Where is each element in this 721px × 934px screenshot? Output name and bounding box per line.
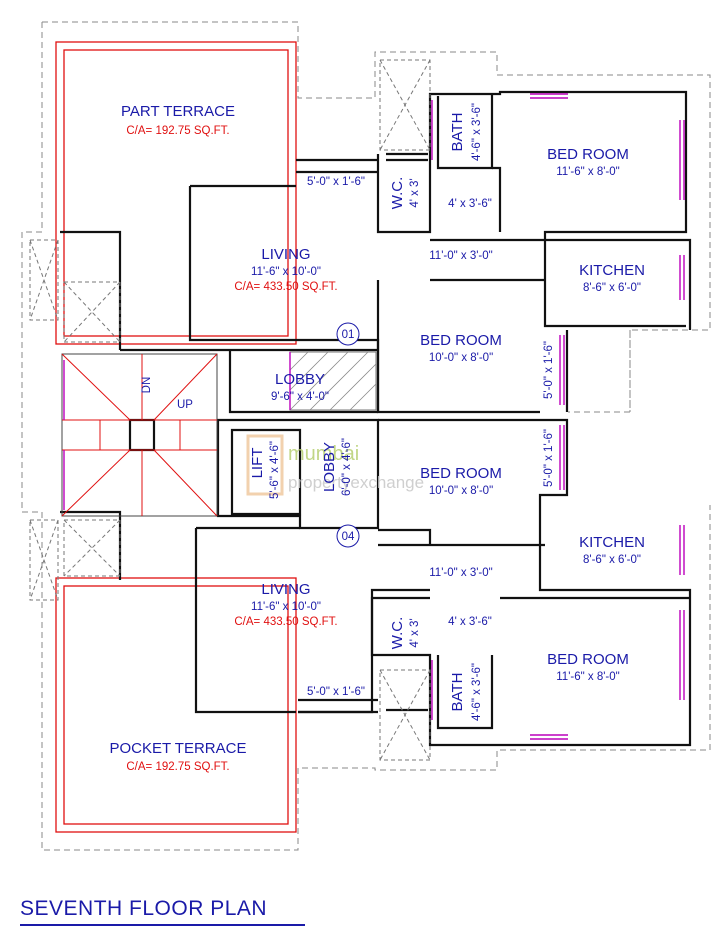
watermark-line1: mumbai bbox=[288, 443, 359, 465]
bath-top-name: BATH bbox=[449, 113, 466, 152]
living-bottom-size: 11'-6" x 10'-0" bbox=[251, 601, 321, 613]
wc-top-name: W.C. bbox=[389, 177, 406, 210]
staircase: DN UP bbox=[61, 353, 218, 517]
bedroom-mid-bottom-size: 10'-0" x 8'-0" bbox=[429, 485, 493, 497]
pocket-terrace-area: C/A= 192.75 SQ.FT. bbox=[126, 761, 229, 773]
kitchen-bottom-name: KITCHEN bbox=[579, 534, 645, 551]
ledge-top-dim: 5'-0" x 1'-6" bbox=[307, 176, 365, 188]
pocket-terrace-name: POCKET TERRACE bbox=[110, 740, 247, 757]
bedroom-bottom-right-size: 11'-6" x 8'-0" bbox=[556, 671, 619, 683]
wc-top-size: 4' x 3' bbox=[409, 178, 421, 207]
room-labels: PART TERRACE C/A= 192.75 SQ.FT. LIVING 1… bbox=[110, 103, 645, 773]
living-bottom-name: LIVING bbox=[261, 581, 310, 598]
part-terrace-zone bbox=[55, 41, 297, 345]
wc-bottom-name: W.C. bbox=[389, 617, 406, 650]
flat-number-top: 01 bbox=[342, 329, 355, 341]
passage-wide-bottom-dim: 11'-0" x 3'-0" bbox=[429, 567, 492, 579]
lift-name: LIFT bbox=[249, 448, 266, 479]
stair-up-label: UP bbox=[177, 399, 193, 411]
watermark: mumbai propertyexchange bbox=[246, 434, 424, 496]
lobby-name: LOBBY bbox=[275, 371, 325, 388]
kitchen-top-name: KITCHEN bbox=[579, 262, 645, 279]
bedroom-mid-bottom-name: BED ROOM bbox=[420, 465, 502, 482]
bedroom-mid-top-size: 10'-0" x 8'-0" bbox=[429, 352, 493, 364]
plan-title-underline bbox=[20, 924, 305, 926]
living-top-size: 11'-6" x 10'-0" bbox=[251, 266, 321, 278]
living-bottom-area: C/A= 433.50 SQ.FT. bbox=[234, 616, 337, 628]
flat-markers: 01 04 bbox=[336, 322, 360, 548]
slab-outline bbox=[21, 21, 711, 851]
bath-bottom-size: 4'-6" x 3'-6" bbox=[471, 663, 483, 721]
lobby-size: 9'-6" x 4'-0" bbox=[271, 391, 329, 403]
stair-down-label: DN bbox=[141, 377, 153, 394]
bath-top-size: 4'-6" x 3'-6" bbox=[471, 103, 483, 161]
living-top-name: LIVING bbox=[261, 246, 310, 263]
lift-size: 5'-6" x 4'-6" bbox=[269, 441, 281, 499]
living-top-area: C/A= 433.50 SQ.FT. bbox=[234, 281, 337, 293]
bath-bottom-name: BATH bbox=[449, 673, 466, 712]
passage-wide-top-dim: 11'-0" x 3'-0" bbox=[429, 250, 492, 262]
wc-bottom-size: 4' x 3' bbox=[409, 618, 421, 647]
bedroom-mid-top-name: BED ROOM bbox=[420, 332, 502, 349]
kitchen-bottom-size: 8'-6" x 6'-0" bbox=[583, 554, 641, 566]
ledge-right-top-dim: 5'-0" x 1'-6" bbox=[543, 341, 555, 399]
bedroom-bottom-right-name: BED ROOM bbox=[547, 651, 629, 668]
pocket-terrace-zone bbox=[55, 577, 297, 833]
passage-top-dim: 4' x 3'-6" bbox=[448, 198, 492, 210]
ledge-right-bottom-dim: 5'-0" x 1'-6" bbox=[543, 429, 555, 487]
lobby-small-name: LOBBY bbox=[321, 442, 338, 492]
bedroom-top-right-size: 11'-6" x 8'-0" bbox=[556, 166, 619, 178]
part-terrace-name: PART TERRACE bbox=[121, 103, 235, 120]
ledge-bottom-dim: 5'-0" x 1'-6" bbox=[307, 686, 365, 698]
kitchen-top-size: 8'-6" x 6'-0" bbox=[583, 282, 641, 294]
part-terrace-area: C/A= 192.75 SQ.FT. bbox=[126, 125, 229, 137]
windows bbox=[63, 93, 685, 740]
plan-title: SEVENTH FLOOR PLAN bbox=[20, 897, 268, 920]
watermark-line2: propertyexchange bbox=[288, 473, 424, 492]
ducts bbox=[29, 59, 431, 761]
dimension-labels: 5'-0" x 1'-6" 4' x 3'-6" 11'-0" x 3'-0" … bbox=[307, 176, 555, 698]
lobby-small-size: 6'-0" x 4'-6" bbox=[341, 438, 353, 496]
flat-number-bottom: 04 bbox=[342, 531, 355, 543]
walls bbox=[60, 90, 692, 747]
passage-bottom-dim: 4' x 3'-6" bbox=[448, 616, 492, 628]
bedroom-top-right-name: BED ROOM bbox=[547, 146, 629, 163]
